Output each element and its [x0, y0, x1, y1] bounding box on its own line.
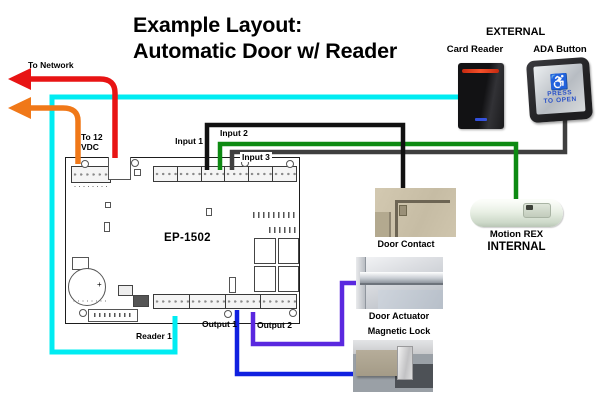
ada-button-photo: ♿ PRESS TO OPEN [525, 56, 594, 124]
ep1502-board: + EP-1502 [65, 157, 300, 324]
resistor-row [269, 227, 297, 233]
resistor-row [253, 212, 295, 218]
rex-sensor-window [526, 205, 533, 210]
network-wire [28, 76, 118, 158]
door-actuator-photo [356, 257, 443, 309]
relay-bank [254, 238, 299, 292]
network-arrowhead [8, 68, 31, 90]
card-reader-photo [458, 63, 504, 129]
power-arrowhead [8, 97, 31, 119]
title-line1: Example Layout: [133, 13, 303, 37]
dip-switch [133, 295, 149, 307]
card-reader-stripe [462, 69, 499, 73]
external-zone-label: EXTERNAL [486, 26, 546, 38]
power-wire [28, 105, 81, 164]
card-reader-label: Card Reader [446, 44, 504, 55]
output1-wire [234, 310, 356, 377]
input1-label: Input 1 [175, 136, 203, 146]
ada-press-text: PRESS TO OPEN [543, 88, 578, 105]
battery-plus: + [97, 280, 102, 289]
mounting-hole [81, 160, 89, 168]
component [229, 277, 236, 293]
to-network-label: To Network [28, 60, 74, 70]
output2-label: Output 2 [257, 320, 292, 330]
mounting-hole [79, 309, 87, 317]
door-contact-photo [375, 188, 456, 237]
component [105, 202, 111, 208]
mounting-hole [286, 160, 294, 168]
network-jack [108, 157, 131, 180]
contact-sensor [399, 205, 407, 216]
magnetic-lock-label: Magnetic Lock [367, 326, 431, 336]
component [206, 208, 212, 216]
maglock-armature-plate [397, 346, 413, 380]
input3-label: Input 3 [240, 152, 272, 162]
motion-rex-label: Motion REX [489, 229, 544, 240]
input-terminal-strip [153, 166, 297, 182]
wheelchair-icon: ♿ [549, 72, 569, 92]
input2-label: Input 2 [218, 128, 250, 138]
actuator-arm [360, 272, 443, 283]
input3-wire [229, 118, 568, 170]
terminal-dots [72, 298, 106, 304]
header-connector [88, 309, 138, 322]
card-reader-led [475, 118, 487, 121]
input2-wire [217, 141, 519, 202]
motion-rex-photo [470, 197, 563, 227]
reader1-label: Reader 1 [136, 331, 172, 341]
input1-wire [204, 122, 406, 192]
to-12vdc-label: To 12 VDC [81, 132, 103, 152]
magnetic-lock-photo [353, 340, 433, 392]
terminal-dots [73, 184, 107, 189]
mounting-hole [289, 309, 297, 317]
output1-label: Output 1 [202, 319, 237, 329]
internal-zone-label: INTERNAL [487, 241, 546, 253]
output-terminal-strip [153, 294, 297, 309]
ada-button-label: ADA Button [533, 44, 587, 55]
power-terminal-block [71, 166, 111, 183]
title-line2: Automatic Door w/ Reader [133, 39, 397, 63]
output2-wire [250, 280, 359, 347]
reader1-wire [49, 94, 459, 355]
door-actuator-label: Door Actuator [368, 311, 430, 321]
mounting-hole [131, 159, 139, 167]
dip-switch [118, 285, 133, 296]
ada-button-plate: ♿ PRESS TO OPEN [533, 63, 586, 115]
page-title: Example Layout: Automatic Door w/ Reader [133, 12, 397, 64]
board-model-label: EP-1502 [164, 232, 211, 244]
component [104, 222, 110, 232]
mounting-hole [224, 310, 232, 318]
door-contact-label: Door Contact [377, 239, 435, 249]
component [134, 169, 141, 176]
